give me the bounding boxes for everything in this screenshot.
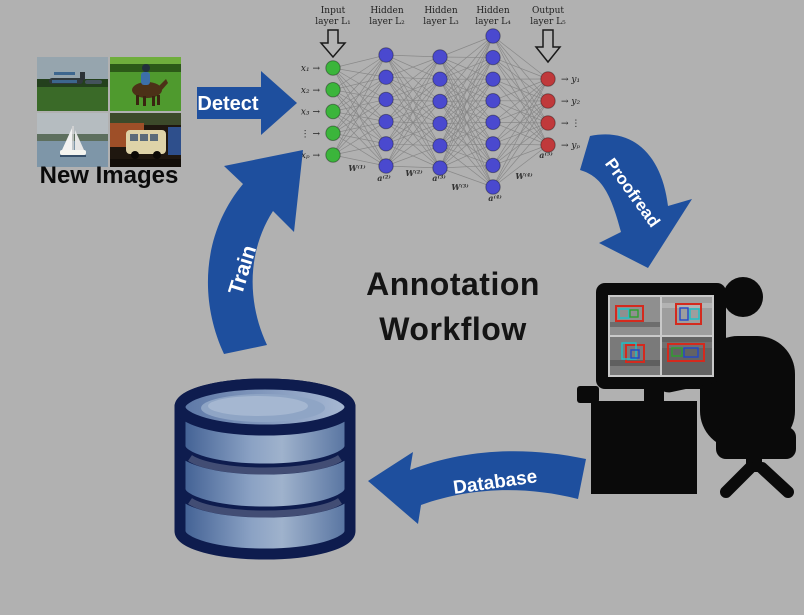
new-images-label: New Images xyxy=(39,162,179,189)
proofread-arrow xyxy=(580,134,692,268)
nn-input-label: x₁ → xyxy=(301,64,321,74)
nn-header-line2: layer L₁ xyxy=(315,17,350,27)
desk-tray xyxy=(577,386,599,403)
nn-weight-label: a⁽²⁾ xyxy=(377,173,391,183)
nn-layer-hidden-4 xyxy=(485,28,501,195)
person-head xyxy=(723,277,763,317)
thumbnail-bus xyxy=(110,113,181,167)
detect-arrow xyxy=(197,71,297,135)
nn-output-label: → y₂ xyxy=(561,97,580,107)
desk-pedestal xyxy=(591,401,697,494)
nn-input-label: x₂ → xyxy=(301,86,321,96)
nn-weight-label: a⁽³⁾ xyxy=(432,173,446,183)
nn-header-line1: Hidden xyxy=(424,6,458,16)
nn-header-line2: layer L₂ xyxy=(369,17,405,27)
input-layer-pointer-down-arrow-icon xyxy=(319,29,347,59)
nn-output-label: → y₁ xyxy=(561,75,580,85)
nn-header-line2: layer L₄ xyxy=(475,17,511,27)
nn-input-label: xₚ → xyxy=(301,151,321,161)
nn-edges xyxy=(332,35,549,188)
output-layer-pointer-down-arrow-icon xyxy=(534,29,562,64)
thumbnail-airplane xyxy=(37,57,108,111)
nn-layer-output-5 xyxy=(540,71,556,153)
database-arrow xyxy=(368,451,586,524)
chair-leg-left xyxy=(720,462,756,498)
nn-header-line1: Hidden xyxy=(476,6,510,16)
nn-output-label: → yₚ xyxy=(561,141,580,151)
person-torso xyxy=(700,336,795,449)
detect-arrow-label: Detect xyxy=(197,93,258,115)
nn-weight-label: W⁽¹⁾ xyxy=(348,163,366,173)
train-arrow xyxy=(207,150,303,354)
thumbnail-horse-rider xyxy=(110,57,181,111)
nn-layer-hidden-3 xyxy=(432,49,448,176)
monitor-stand xyxy=(644,389,664,403)
nn-weight-label: W⁽³⁾ xyxy=(451,182,469,192)
database-groove-1 xyxy=(174,445,356,475)
nn-layer-input-1 xyxy=(325,60,341,163)
title-line-1: Annotation xyxy=(366,266,540,302)
nn-weight-label: W⁽²⁾ xyxy=(405,168,423,178)
chair-seat xyxy=(716,427,796,459)
nn-weight-label: W⁽⁴⁾ xyxy=(515,171,533,181)
database-groove-2 xyxy=(174,488,356,518)
nn-weight-label: a⁽⁵⁾ xyxy=(539,150,553,160)
title-line-2: Workflow xyxy=(379,311,527,347)
nn-header-line1: Output xyxy=(532,6,564,16)
diagram-title: Annotation Workflow xyxy=(332,262,574,352)
nn-input-label: x₃ → xyxy=(301,108,321,118)
thumbnail-sailboat xyxy=(37,113,108,167)
nn-input-label: ⋮ → xyxy=(301,129,321,139)
nn-header-line1: Hidden xyxy=(370,6,404,16)
nn-header-line2: layer L₅ xyxy=(530,17,566,27)
nn-output-label: → ⋮ xyxy=(561,119,580,129)
nn-header-line2: layer L₃ xyxy=(423,17,459,27)
nn-weight-label: a⁽⁴⁾ xyxy=(488,193,502,203)
new-images-grid xyxy=(37,57,183,167)
screen-annotated-thumbnails xyxy=(610,297,712,375)
nn-layer-hidden-2 xyxy=(378,47,394,174)
chair-leg-right xyxy=(756,462,794,498)
nn-header-line1: Input xyxy=(321,6,346,16)
